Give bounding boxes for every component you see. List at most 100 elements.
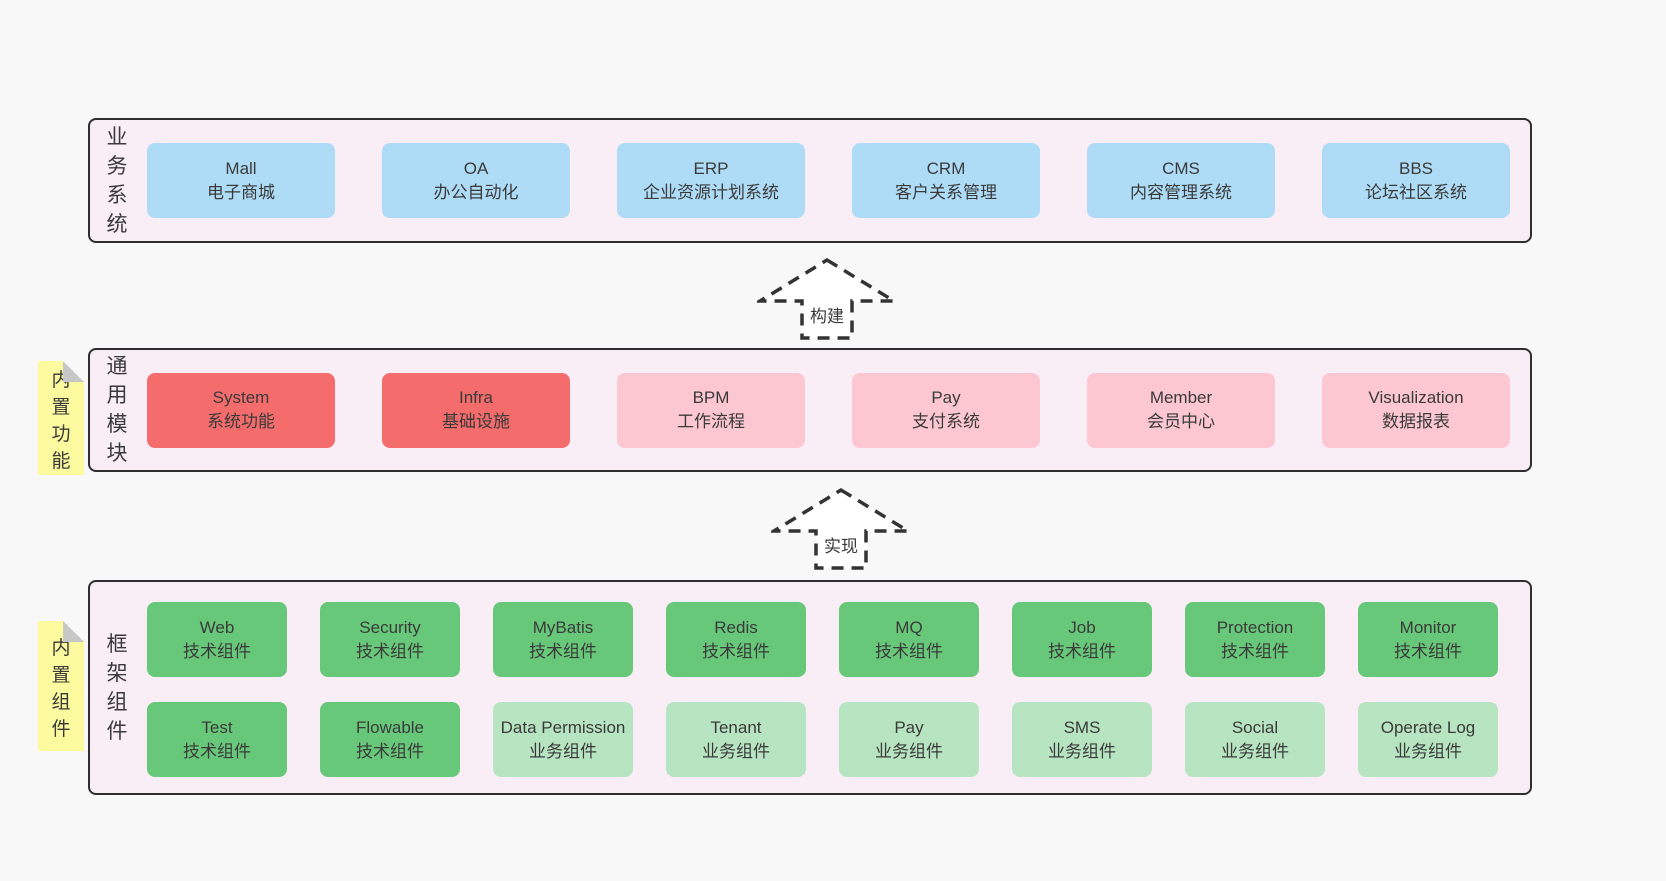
implement-arrow: 实现	[771, 487, 911, 571]
sticky-label: 内置组件	[51, 638, 71, 740]
box-title: Web	[199, 617, 235, 637]
box-monitor: Monitor 技术组件	[1358, 602, 1498, 677]
box-test: Test 技术组件	[147, 702, 287, 777]
box-title: Pay	[931, 388, 961, 407]
box-redis: Redis 技术组件	[666, 602, 806, 677]
box-subtitle: 技术组件	[356, 741, 424, 761]
box-data-permission: Data Permission 业务组件	[493, 702, 633, 777]
framework-components-row-2: Test 技术组件 Flowable 技术组件 Data Permission …	[147, 702, 1498, 777]
panel-framework-components: 框架组件 Web 技术组件 Security 技术组件 MyBatis 技术组件…	[88, 580, 1532, 795]
box-subtitle: 技术组件	[1048, 641, 1116, 661]
box-subtitle: 会员中心	[1147, 412, 1215, 431]
box-subtitle: 工作流程	[677, 412, 745, 431]
box-oa: OA 办公自动化	[382, 143, 570, 218]
box-title: Tenant	[710, 717, 762, 737]
box-tenant: Tenant 业务组件	[666, 702, 806, 777]
box-subtitle: 论坛社区系统	[1365, 182, 1467, 202]
box-title: Pay	[894, 717, 924, 737]
box-title: System	[212, 388, 270, 407]
box-subtitle: 数据报表	[1382, 412, 1450, 431]
box-subtitle: 电子商城	[207, 182, 275, 202]
box-title: Flowable	[355, 717, 425, 737]
box-title: Security	[359, 617, 421, 637]
box-erp: ERP 企业资源计划系统	[617, 143, 805, 218]
box-subtitle: 技术组件	[1221, 641, 1289, 661]
box-member: Member 会员中心	[1087, 372, 1275, 448]
up-arrow-icon	[771, 487, 911, 570]
box-subtitle: 业务组件	[875, 741, 943, 761]
box-subtitle: 业务组件	[1221, 741, 1289, 761]
box-title: Monitor	[1399, 617, 1457, 637]
box-subtitle: 客户关系管理	[895, 182, 997, 202]
box-mybatis: MyBatis 技术组件	[493, 602, 633, 677]
box-sms: SMS 业务组件	[1012, 702, 1152, 777]
box-infra: Infra 基础设施	[382, 372, 570, 448]
box-title: Visualization	[1368, 388, 1464, 407]
sticky-built-in-components: 内置组件	[38, 621, 84, 751]
box-title: BPM	[692, 388, 730, 407]
box-subtitle: 办公自动化	[433, 182, 519, 202]
build-arrow: 构建	[757, 257, 897, 341]
box-title: Member	[1149, 388, 1213, 407]
box-title: CRM	[926, 158, 966, 178]
common-modules-row: System 系统功能 Infra 基础设施 BPM 工作流程 Pay 支付系统…	[147, 350, 1510, 470]
box-web: Web 技术组件	[147, 602, 287, 677]
implement-arrow-label: 实现	[820, 531, 862, 558]
box-mall: Mall 电子商城	[147, 143, 335, 218]
panel-common-modules-label: 通用模块	[106, 355, 128, 465]
box-subtitle: 基础设施	[442, 412, 510, 431]
box-social: Social 业务组件	[1185, 702, 1325, 777]
box-title: MQ	[895, 617, 923, 637]
box-subtitle: 业务组件	[529, 741, 597, 761]
box-subtitle: 企业资源计划系统	[643, 182, 779, 202]
box-subtitle: 技术组件	[183, 641, 251, 661]
box-mq: MQ 技术组件	[839, 602, 979, 677]
box-title: Protection	[1216, 617, 1294, 637]
box-pay-module: Pay 支付系统	[852, 372, 1040, 448]
box-subtitle: 业务组件	[1048, 741, 1116, 761]
box-title: Test	[201, 717, 233, 737]
sticky-label: 内置功能	[51, 370, 71, 472]
box-title: MyBatis	[532, 617, 594, 637]
panel-framework-components-label: 框架组件	[106, 632, 128, 743]
box-bpm: BPM 工作流程	[617, 372, 805, 448]
business-systems-row: Mall 电子商城 OA 办公自动化 ERP 企业资源计划系统 CRM 客户关系…	[147, 120, 1510, 241]
box-title: Redis	[714, 617, 758, 637]
box-title: ERP	[693, 158, 729, 178]
panel-common-modules: 通用模块 System 系统功能 Infra 基础设施 BPM 工作流程 Pay…	[88, 348, 1532, 472]
box-pay-component: Pay 业务组件	[839, 702, 979, 777]
box-title: Data Permission	[500, 717, 626, 737]
up-arrow-icon	[757, 257, 897, 340]
box-subtitle: 支付系统	[912, 412, 980, 431]
box-subtitle: 技术组件	[702, 641, 770, 661]
box-title: BBS	[1398, 158, 1434, 178]
box-protection: Protection 技术组件	[1185, 602, 1325, 677]
box-subtitle: 技术组件	[529, 641, 597, 661]
box-subtitle: 技术组件	[356, 641, 424, 661]
box-subtitle: 业务组件	[702, 741, 770, 761]
box-title: Mall	[225, 158, 257, 178]
box-operate-log: Operate Log 业务组件	[1358, 702, 1498, 777]
framework-components-grid: Web 技术组件 Security 技术组件 MyBatis 技术组件 Redi…	[147, 602, 1498, 777]
box-subtitle: 技术组件	[875, 641, 943, 661]
box-system: System 系统功能	[147, 372, 335, 448]
box-job: Job 技术组件	[1012, 602, 1152, 677]
box-title: CMS	[1162, 158, 1200, 178]
box-subtitle: 内容管理系统	[1130, 182, 1232, 202]
box-flowable: Flowable 技术组件	[320, 702, 460, 777]
box-title: Job	[1068, 617, 1096, 637]
sticky-built-in-functions: 内置功能	[38, 361, 84, 475]
box-subtitle: 技术组件	[1394, 641, 1462, 661]
panel-business-systems: 业务系统 Mall 电子商城 OA 办公自动化 ERP 企业资源计划系统 CRM…	[88, 118, 1532, 243]
box-title: OA	[463, 158, 489, 178]
box-subtitle: 系统功能	[207, 412, 275, 431]
build-arrow-label: 构建	[806, 301, 848, 328]
box-title: Operate Log	[1380, 717, 1476, 737]
box-subtitle: 业务组件	[1394, 741, 1462, 761]
box-bbs: BBS 论坛社区系统	[1322, 143, 1510, 218]
framework-components-row-1: Web 技术组件 Security 技术组件 MyBatis 技术组件 Redi…	[147, 602, 1498, 677]
box-title: SMS	[1063, 717, 1101, 737]
box-crm: CRM 客户关系管理	[852, 143, 1040, 218]
box-title: Social	[1231, 717, 1279, 737]
